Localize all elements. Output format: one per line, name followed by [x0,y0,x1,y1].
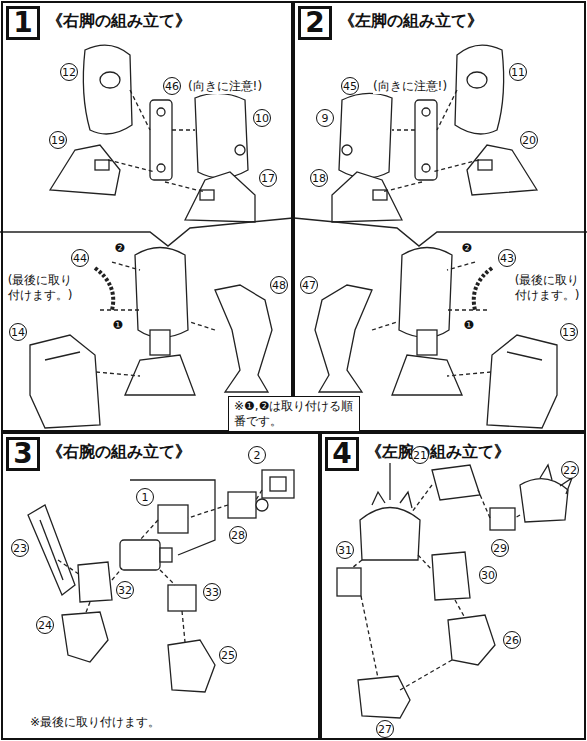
part-drawing [478,490,490,518]
part-drawing [389,462,390,500]
part-drawing [112,568,122,580]
callout-number: 29 [491,539,509,557]
callout-number: 48 [270,276,288,294]
step-panel: 4 《左腕の組み立て》 [320,432,586,740]
callout-number: 18 [310,169,328,187]
part-drawing [337,568,361,596]
callout-number: 2 [248,446,266,464]
note-label: (向きに注意!) [188,79,262,94]
part-drawing [448,615,495,665]
callout-number: 23 [11,539,29,557]
part-drawing [412,485,432,512]
step-number: 3 [6,437,40,471]
step-number: 1 [6,6,40,40]
callout-number: 32 [116,581,134,599]
part-drawing [58,490,262,642]
part-drawing [294,45,587,428]
part-drawing [168,585,196,611]
part-drawing [455,600,465,618]
part-drawing [182,611,185,642]
part-drawing [400,660,452,690]
part-drawing [140,520,158,540]
part-drawing [418,555,432,570]
callout-number: 17 [259,169,277,187]
part-drawing [358,676,410,718]
note-label: ❷ [462,241,473,256]
part-drawing [160,570,175,585]
part-drawing [372,492,412,508]
callout-number: 43 [498,249,516,267]
part-drawing [256,490,262,500]
callout-number: 11 [509,63,527,81]
callout-number: 10 [253,109,271,127]
note-label: (向きに注意!) [373,79,447,94]
part-drawing [361,596,378,678]
part-drawing [62,612,108,662]
note-label: (最後に取り付けます。) [3,273,77,303]
part-drawing [352,485,520,690]
part-drawing [228,492,256,518]
step-panel: 1 《右脚の組み立て》 [1,1,293,432]
callout-number: 14 [9,323,27,341]
callout-number: 30 [479,566,497,584]
callout-number: 33 [203,583,221,601]
callout-number: 21 [411,446,429,464]
callout-number: 13 [560,323,578,341]
part-drawing [28,505,75,595]
part-drawing [28,462,572,718]
part-drawing [0,45,293,428]
callout-number: 26 [503,631,521,649]
callout-number: 9 [316,109,334,127]
note-label: ❶ [464,318,475,333]
part-drawing [130,480,215,555]
callout-number: 25 [219,646,237,664]
step-panel: 3 《右腕の組み立て》 [1,432,320,740]
callout-number: 44 [71,249,89,267]
note-label: ❶ [113,318,124,333]
part-drawing [160,548,172,562]
step-title: 《左脚の組み立て》 [339,11,483,32]
part-drawing [188,505,228,518]
part-drawing [158,505,188,533]
callout-number: 47 [300,276,318,294]
step-number: 2 [298,6,332,40]
part-drawing [85,602,90,615]
part-drawing [515,515,520,518]
note-label: ※最後に取り付けます。 [30,715,160,730]
part-drawing [352,560,362,568]
step-title: 《左腕の組み立て》 [366,442,510,463]
part-drawing [78,562,112,602]
part-drawing [432,465,480,500]
step-number: 4 [325,437,359,471]
callout-number: 22 [561,461,579,479]
callout-number: 28 [229,526,247,544]
part-drawing [256,499,268,511]
callout-number: 46 [163,77,181,95]
note-text: ※❶,❷は取り付ける順番です。 [234,399,353,428]
part-drawing [40,520,63,580]
part-drawing [262,470,294,498]
note-label: (最後に取り付けます。) [510,273,584,303]
note-box: ※❶,❷は取り付ける順番です。 [228,396,360,432]
part-drawing [432,552,470,600]
callout-number: 1 [136,488,154,506]
part-drawing [168,640,215,692]
step-title: 《右脚の組み立て》 [47,11,191,32]
callout-number: 19 [49,131,67,149]
step-title: 《右腕の組み立て》 [47,442,191,463]
callout-number: 20 [520,131,538,149]
callout-number: 31 [336,541,354,559]
part-drawing [490,508,515,530]
part-drawing [270,477,286,491]
part-drawing [120,540,160,570]
part-drawing [360,508,420,561]
step-panel: 2 《左脚の組み立て》 [293,1,586,432]
callout-number: 45 [341,77,359,95]
note-label: ❷ [115,241,126,256]
part-drawing [58,560,80,575]
callout-number: 24 [36,616,54,634]
callout-number: 27 [376,720,394,738]
callout-number: 12 [60,63,78,81]
